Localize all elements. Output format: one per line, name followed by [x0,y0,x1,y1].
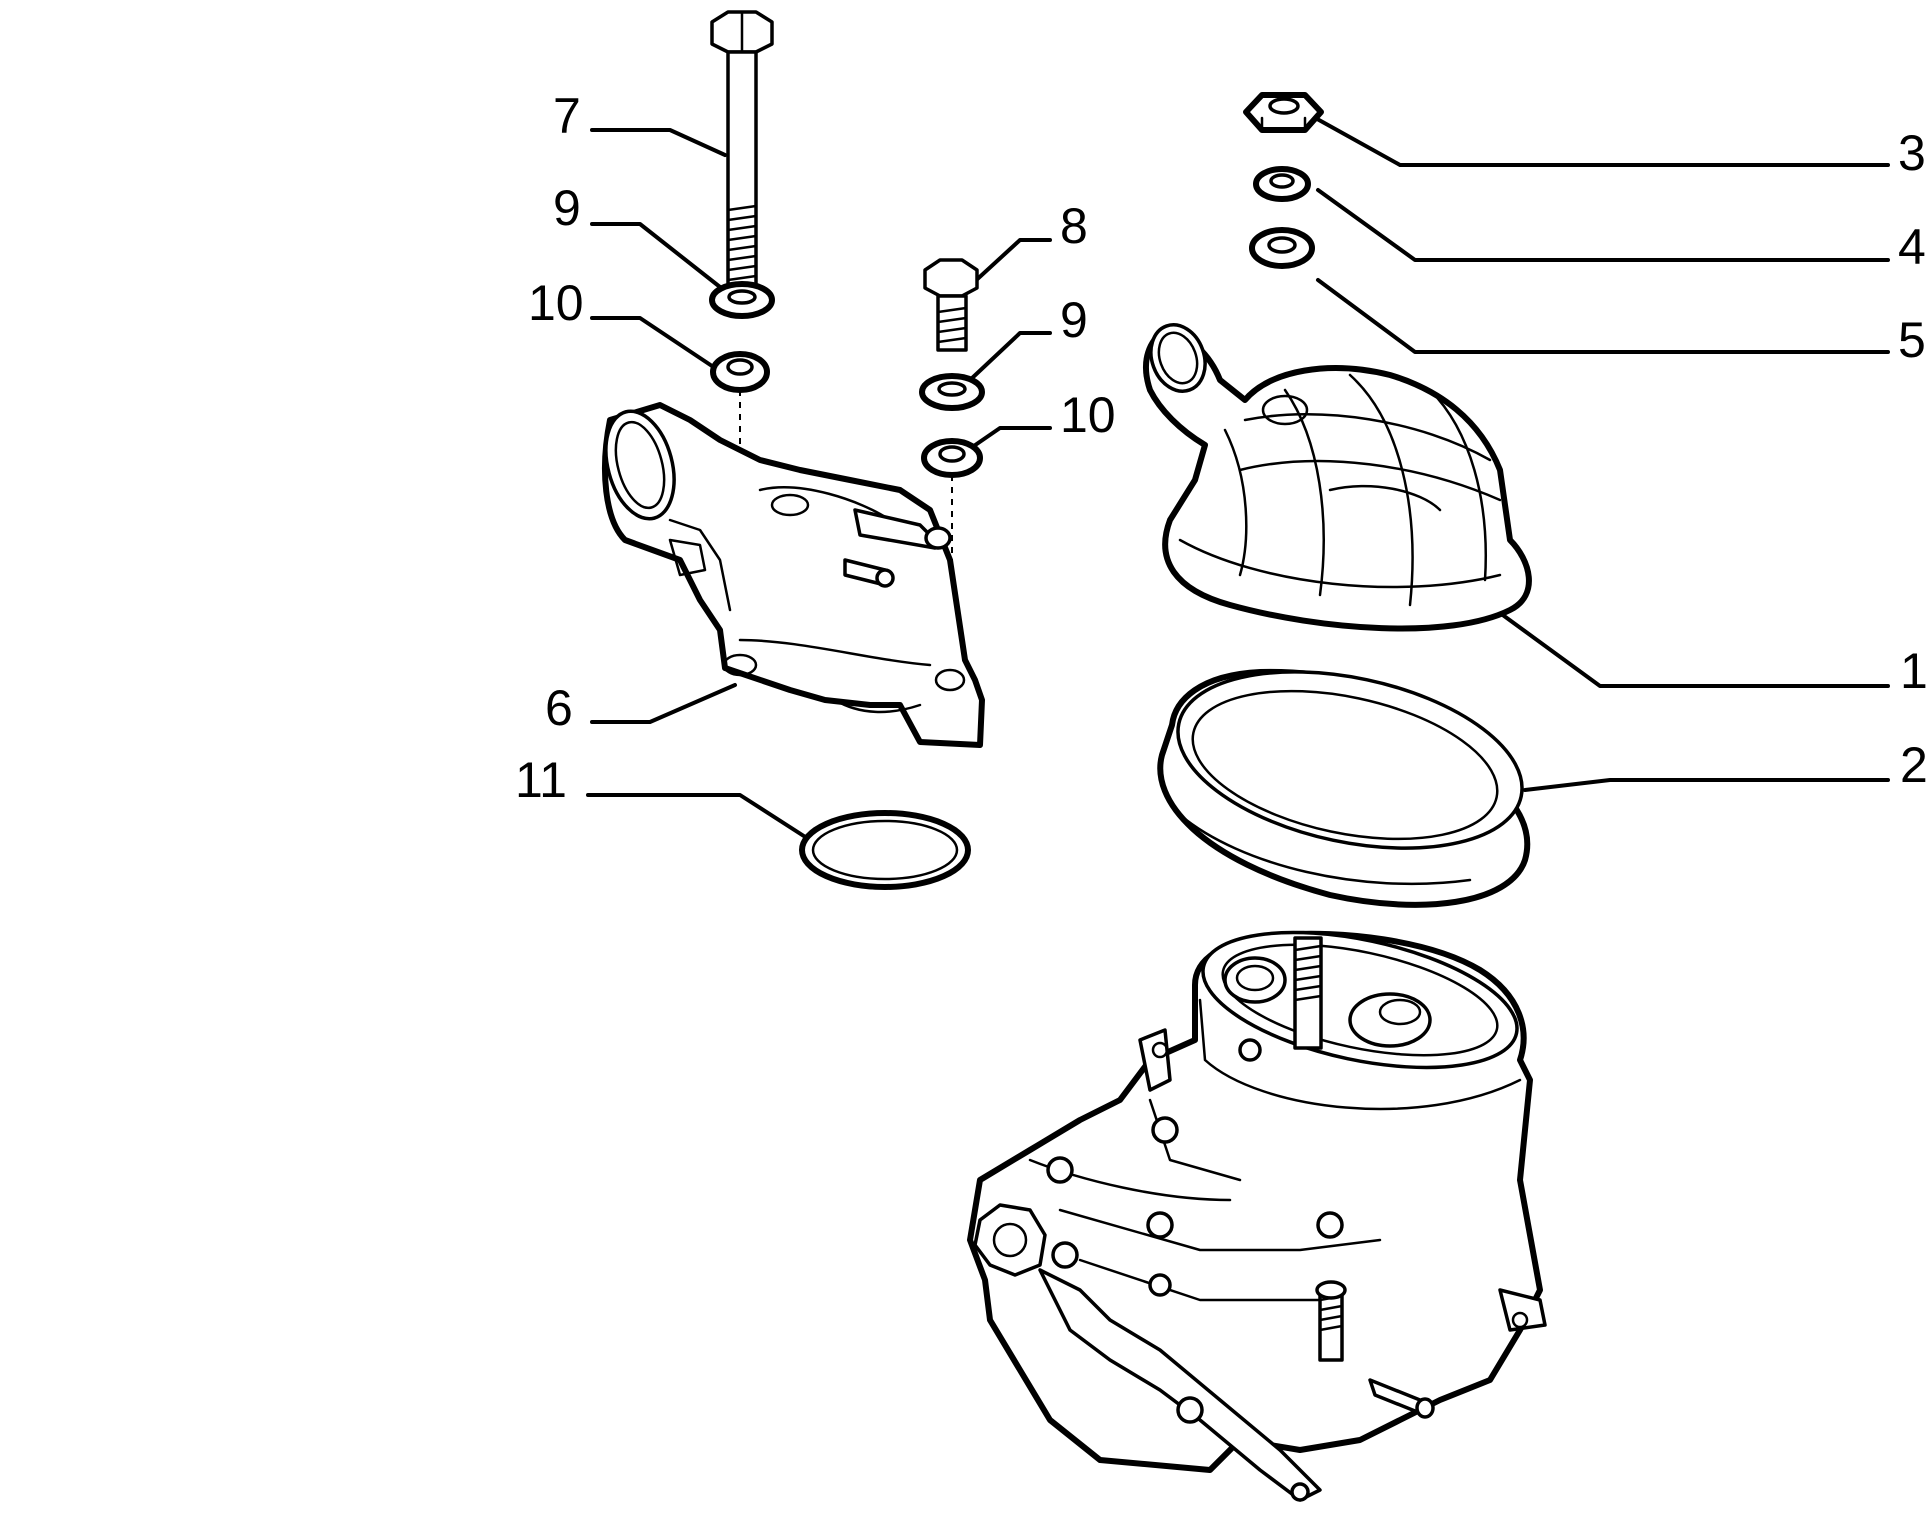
part-6-cover-housing [602,402,985,748]
callout-11: 11 [515,752,567,808]
part-11-o-ring [799,810,971,890]
leader-lines [586,113,1890,842]
part-9-washer-middle [919,373,985,411]
callout-10-middle: 10 [1060,387,1116,443]
callout-8: 8 [1060,198,1088,254]
part-8-short-bolt [923,258,979,352]
callout-9-middle: 9 [1060,292,1088,348]
callout-6: 6 [545,680,573,736]
part-7-long-bolt [710,10,774,302]
callout-4: 4 [1898,219,1926,275]
callout-5: 5 [1898,312,1926,368]
part-10-spring-washer-middle [921,438,983,478]
callout-1: 1 [1900,643,1928,699]
callout-10-left: 10 [528,275,584,331]
part-1-dome-cover [1143,323,1532,632]
callout-7: 7 [553,88,581,144]
callout-2: 2 [1900,737,1928,793]
part-9-washer-left [709,281,775,319]
callout-9-left: 9 [553,180,581,236]
carburetor-assembly [967,930,1547,1502]
part-5-washer [1249,227,1315,269]
callout-3: 3 [1898,125,1926,181]
part-4-spring-washer [1253,166,1311,202]
part-3-nut [1243,92,1324,133]
part-2-gasket-ring [1157,668,1531,908]
part-10-spring-washer-left [710,351,770,393]
